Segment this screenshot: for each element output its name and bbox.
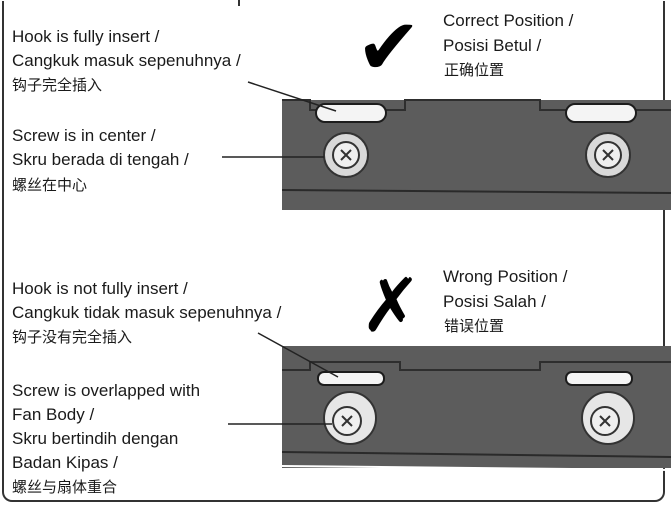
hook-wrong-zh: 钩子没有完全插入 xyxy=(12,329,133,346)
screw-wrong-ms-2: Badan Kipas / xyxy=(12,453,118,472)
screw-wrong-en-2: Fan Body / xyxy=(12,405,95,424)
check-icon: ✔ xyxy=(356,3,422,93)
correct-status-en: Correct Position / xyxy=(443,11,574,30)
leader-hook-correct xyxy=(247,81,337,112)
hook-slot-left xyxy=(315,103,387,123)
screw-correct-zh: 螺丝在中心 xyxy=(12,177,88,194)
hook-correct-ms: Cangkuk masuk sepenuhnya / xyxy=(12,51,241,70)
correct-status-zh: 正确位置 xyxy=(444,62,505,79)
screw-centered-left xyxy=(323,132,369,178)
wrong-status-ms: Posisi Salah / xyxy=(443,292,546,311)
screw-wrong-zh: 螺丝与扇体重合 xyxy=(12,479,118,496)
screw-overlapped-right xyxy=(581,391,635,445)
wrong-fan-panel xyxy=(281,346,671,471)
guide-frame xyxy=(2,1,665,502)
hook-slot-right xyxy=(565,371,633,386)
hook-slot-left xyxy=(317,371,385,386)
frame-divider xyxy=(238,0,240,6)
wrong-status-en: Wrong Position / xyxy=(443,267,568,286)
hook-correct-en: Hook is fully insert / xyxy=(12,27,160,46)
screw-correct-ms: Skru berada di tengah / xyxy=(12,150,189,169)
screw-correct-en: Screw is in center / xyxy=(12,126,156,145)
hook-correct-zh: 钩子完全插入 xyxy=(12,77,103,94)
leader-hook-wrong xyxy=(257,332,339,378)
screw-overlapped-left xyxy=(323,391,377,445)
wrong-status-zh: 错误位置 xyxy=(444,318,505,335)
cross-icon: ✗ xyxy=(360,263,423,349)
hook-wrong-ms: Cangkuk tidak masuk sepenuhnya / xyxy=(12,303,282,322)
screw-centered-right xyxy=(585,132,631,178)
screw-wrong-ms-1: Skru bertindih dengan xyxy=(12,429,179,448)
correct-status-ms: Posisi Betul / xyxy=(443,36,542,55)
correct-fan-panel xyxy=(281,99,671,210)
hook-wrong-en: Hook is not fully insert / xyxy=(12,279,188,298)
hook-slot-right xyxy=(565,103,637,123)
screw-wrong-en-1: Screw is overlapped with xyxy=(12,381,201,400)
